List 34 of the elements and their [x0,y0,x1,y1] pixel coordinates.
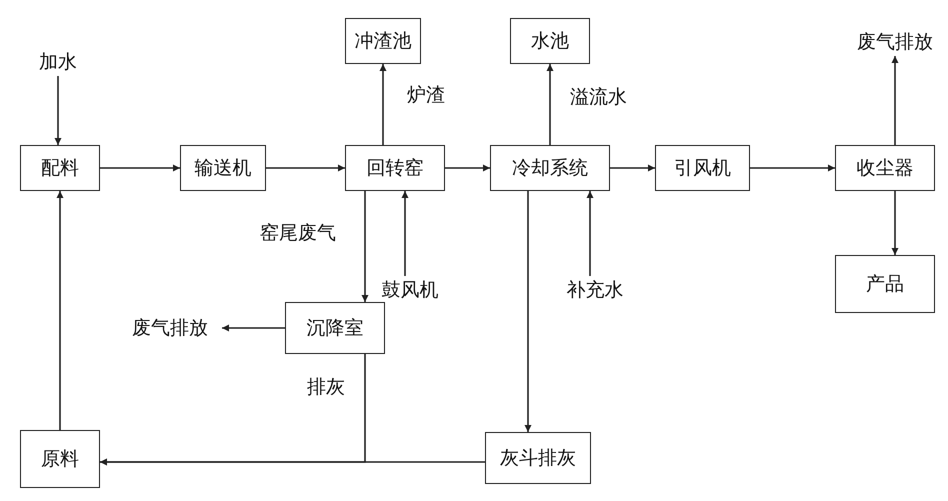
arrow [610,164,655,172]
arrow [362,191,368,302]
arrow [546,64,554,145]
arrow [445,164,490,172]
process-box: 引风机 [655,145,750,191]
process-box: 灰斗排灰 [485,432,591,484]
arrow [100,458,485,466]
process-box: 输送机 [180,145,266,191]
process-box: 产品 [835,255,935,313]
process-box: 冷却系统 [490,145,610,191]
process-box: 水池 [510,18,590,64]
process-box: 收尘器 [835,145,935,191]
arrow [892,56,898,145]
arrow [892,191,898,255]
flow-text: 废气排放 [840,28,948,56]
flow-text: 废气排放 [118,314,222,342]
arrow [266,164,345,172]
arrow [524,191,532,432]
process-box: 配料 [20,145,100,191]
process-box: 冲渣池 [345,18,421,64]
arrow [402,191,408,276]
arrow [750,164,835,172]
arrow [222,324,285,332]
flow-text: 补充水 [555,276,635,304]
flow-text: 加水 [28,48,88,76]
process-box: 沉降室 [285,302,385,354]
arrow [100,164,180,172]
flow-text: 鼓风机 [370,276,450,304]
process-box: 回转窑 [345,145,445,191]
arrow [586,191,594,276]
arrow [56,191,64,430]
arrow [54,76,62,145]
process-box: 原料 [20,430,100,488]
arrow [380,64,386,145]
